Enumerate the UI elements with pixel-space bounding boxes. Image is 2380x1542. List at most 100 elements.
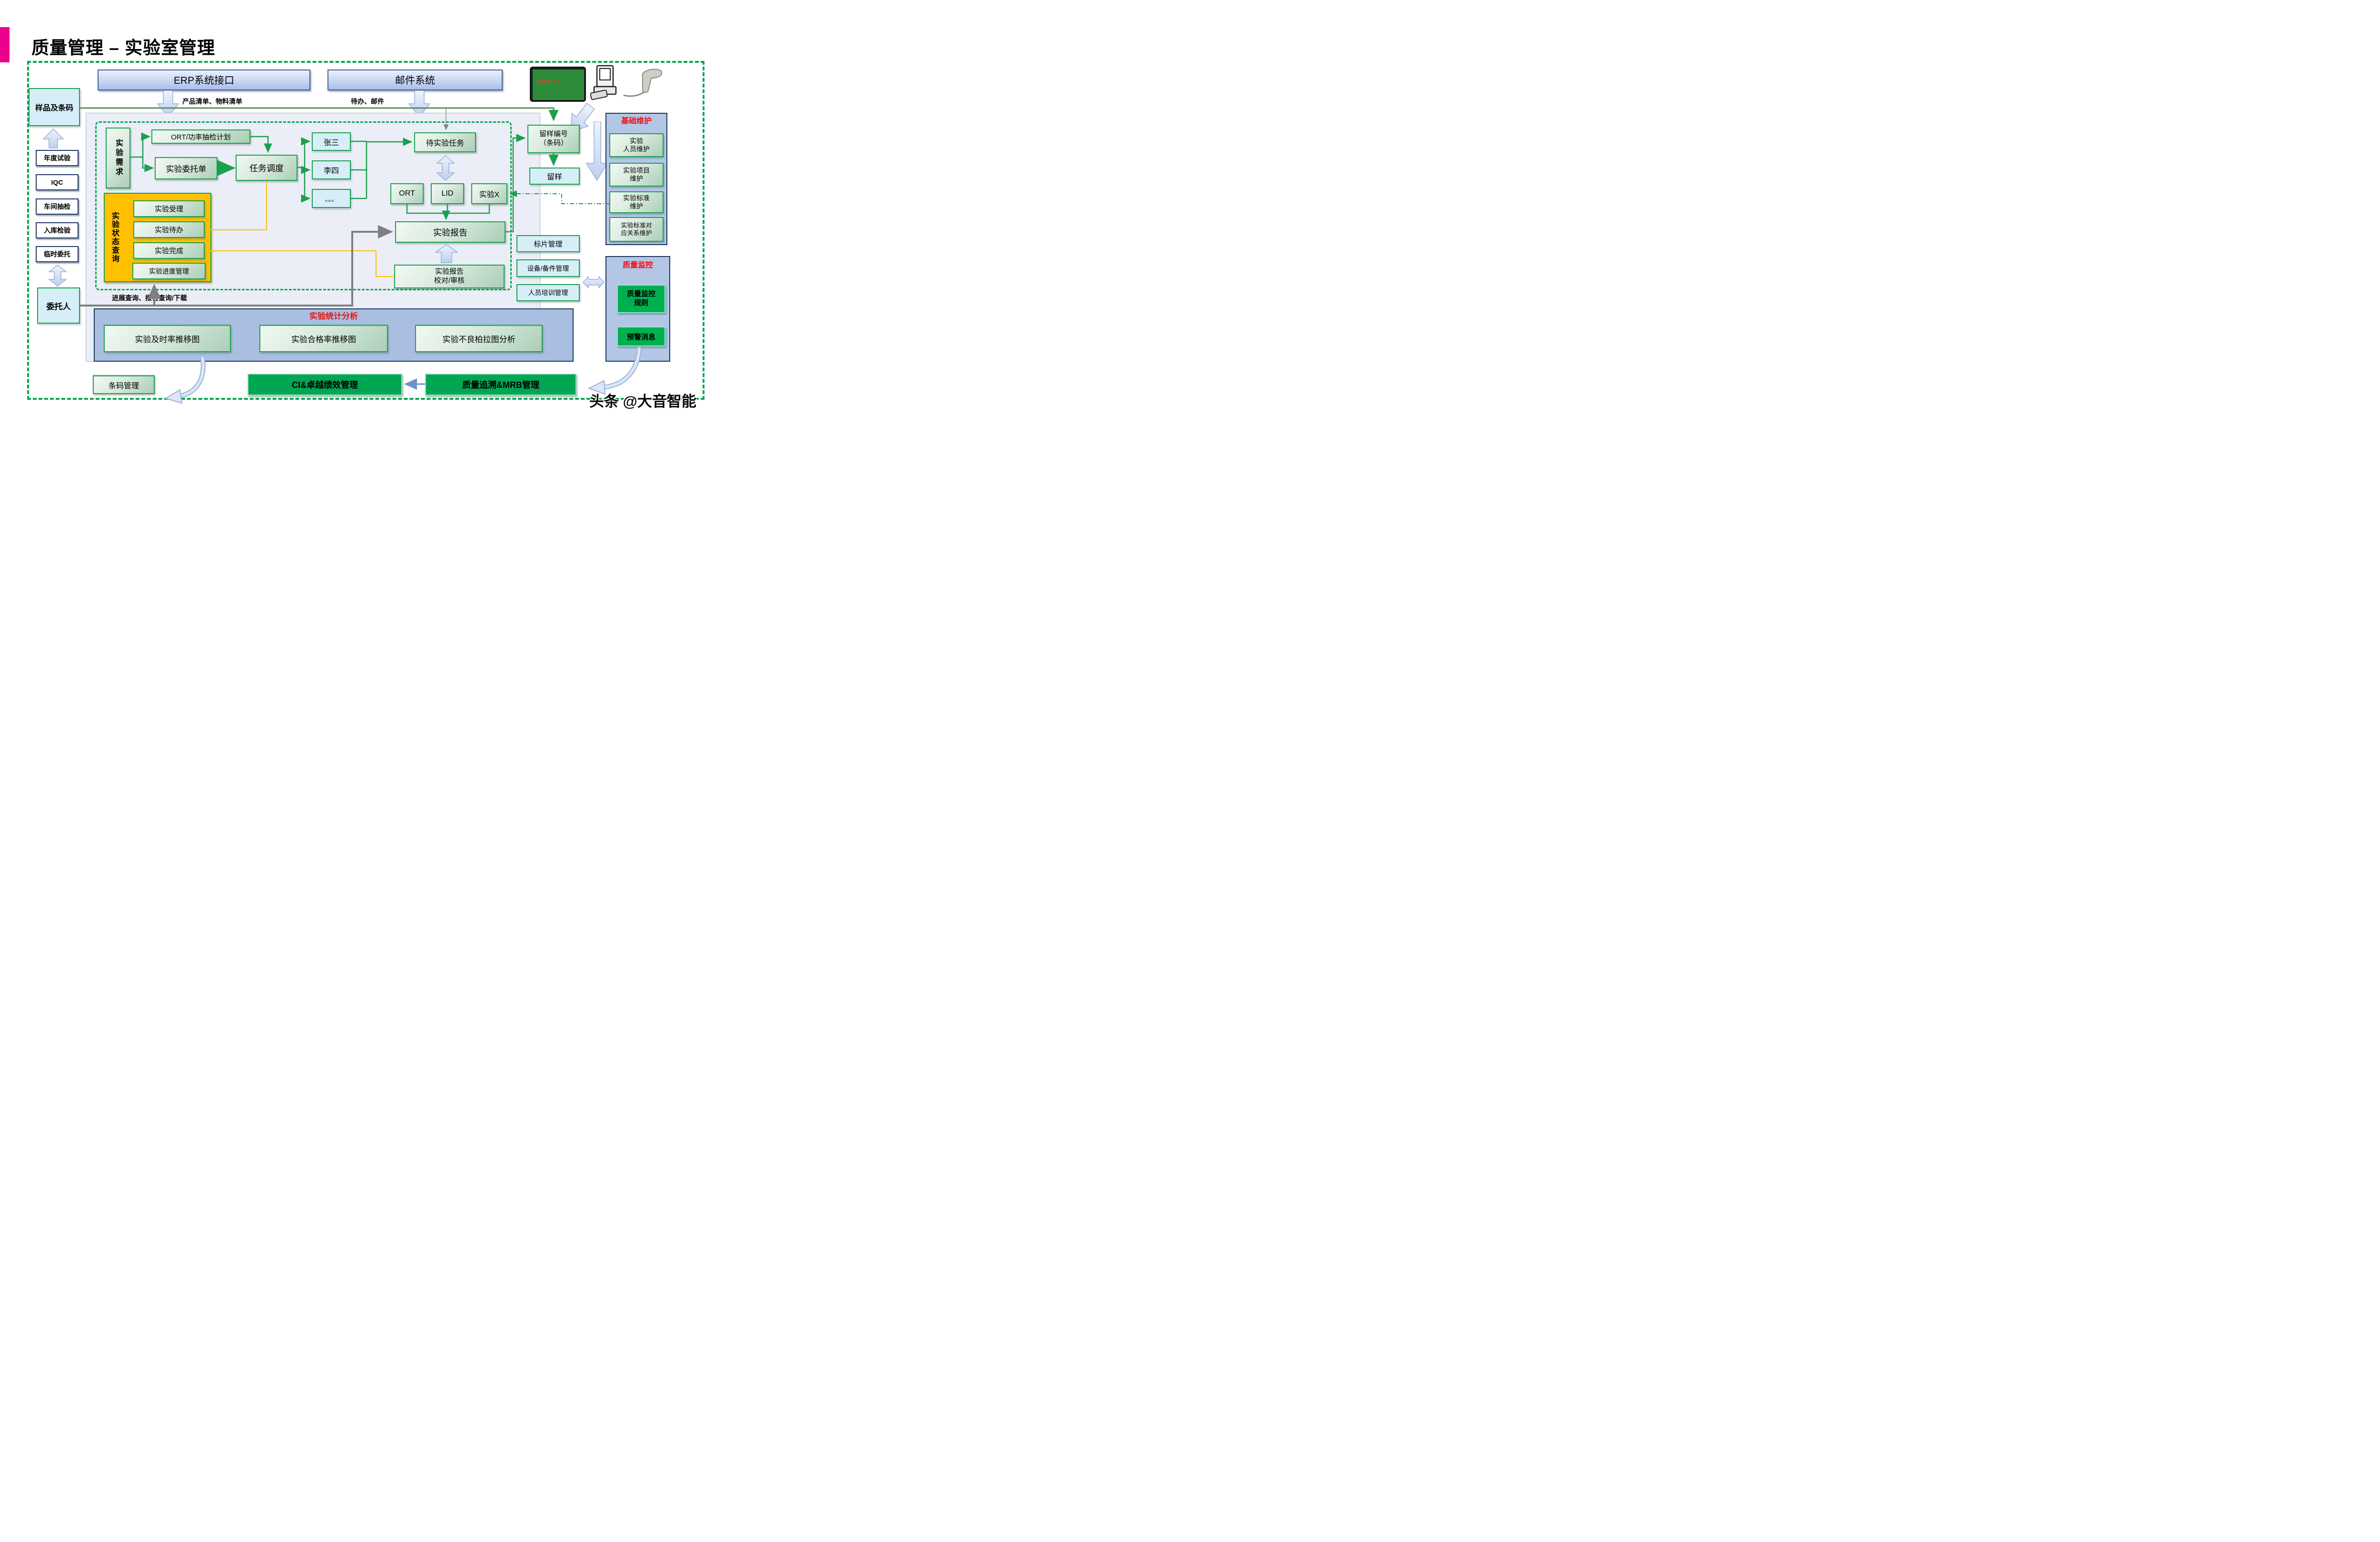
base-item-personnel: 实验 人员维护 <box>609 133 664 157</box>
alert-message-box: 预警消息 <box>617 326 665 346</box>
watermark: 头条 @大音智能 <box>589 393 696 410</box>
source-item-warehouse-inspection: 入库检验 <box>36 222 79 238</box>
base-item-standard-mapping: 实验标准对 应关系维护 <box>609 217 664 242</box>
test-label: ORT <box>399 189 415 198</box>
slide-mgmt-box: 标片管理 <box>516 235 580 252</box>
ci-excellence-label: CI&卓越绩效管理 <box>292 380 358 390</box>
tablet-image: PENALTY <box>530 67 586 102</box>
sample-barcode-box: 样品及条码 <box>29 88 80 126</box>
base-item-label: 实验标准 维护 <box>623 194 650 210</box>
assignee-label: 李四 <box>323 167 339 175</box>
base-item-label: 实验项目 维护 <box>623 166 650 183</box>
page-title: 质量管理 – 实验室管理 <box>31 38 216 58</box>
pending-tests-updown-arrow-icon <box>436 155 455 181</box>
pending-tasks-box: 待实验任务 <box>414 132 476 152</box>
diagram-outer-border <box>27 61 704 400</box>
retain-box: 留样 <box>529 168 580 185</box>
assignee-label: 。。。 <box>325 195 337 203</box>
slide-mgmt-label: 标片管理 <box>534 240 563 248</box>
source-item-label: 入库检验 <box>44 227 70 234</box>
equipment-mgmt-box: 设备/备件管理 <box>516 259 580 277</box>
source-item-label: 年度试验 <box>44 154 70 162</box>
stat-box-label: 实验不良柏拉图分析 <box>442 335 516 344</box>
status-item-label: 实验受理 <box>154 205 183 213</box>
erp-system-box: ERP系统接口 <box>98 69 310 90</box>
experiment-demand-box: 实验需求 <box>106 128 130 188</box>
retain-code-label: 留样编号 （条码） <box>539 130 568 147</box>
status-item-accept: 实验受理 <box>133 200 205 217</box>
review-up-arrow-icon <box>435 244 458 263</box>
base-item-label: 实验 人员维护 <box>623 137 650 153</box>
status-item-label: 实验进度管理 <box>149 267 189 275</box>
assignee-box-2: 李四 <box>312 160 351 179</box>
source-item-label: 临时委托 <box>44 250 70 258</box>
report-box: 实验报告 <box>395 221 506 243</box>
mail-system-label: 邮件系统 <box>395 75 435 86</box>
source-item-workshop-sampling: 车间抽检 <box>36 198 79 215</box>
status-item-todo: 实验待办 <box>133 221 205 238</box>
report-review-label: 实验报告 校对/审核 <box>434 267 465 285</box>
commission-order-box: 实验委托单 <box>155 157 218 179</box>
stat-box-ontime: 实验及时率推移图 <box>104 325 231 352</box>
magenta-accent-bar <box>0 27 10 62</box>
retain-code-box: 留样编号 （条码） <box>527 125 580 153</box>
retain-label: 留样 <box>546 173 562 181</box>
ort-plan-label: ORT/功率抽检计划 <box>171 133 231 141</box>
assignee-box-more: 。。。 <box>312 189 351 208</box>
client-updown-arrow-icon <box>49 265 67 287</box>
stats-title-label: 实验统计分析 <box>309 311 358 321</box>
mail-note: 待办、邮件 <box>351 98 384 105</box>
alert-message-label: 预警消息 <box>626 333 655 341</box>
commission-order-label: 实验委托单 <box>166 165 207 174</box>
status-item-done: 实验完成 <box>133 242 205 259</box>
barcode-mgmt-box: 条码管理 <box>93 375 155 394</box>
stats-title: 实验统计分析 <box>94 310 574 321</box>
report-label: 实验报告 <box>433 227 467 237</box>
base-item-project: 实验项目 维护 <box>609 163 664 187</box>
task-schedule-label: 任务调度 <box>249 163 284 173</box>
status-label: 实验状态查询 <box>110 212 119 263</box>
monitor-leftright-arrow-icon <box>583 276 605 288</box>
quality-monitor-title: 质量监控 <box>605 259 670 269</box>
assignee-box-1: 张三 <box>312 132 351 151</box>
source-item-annual-test: 年度试验 <box>36 150 79 166</box>
base-item-standard: 实验标准 维护 <box>609 191 664 213</box>
computer-image <box>590 65 617 100</box>
mail-system-box: 邮件系统 <box>327 69 503 90</box>
source-item-label: IQC <box>51 178 63 186</box>
quality-monitor-title-label: 质量监控 <box>622 261 653 269</box>
task-schedule-box: 任务调度 <box>236 155 298 181</box>
test-box-x: 实验X <box>471 183 507 204</box>
pending-tasks-label: 待实验任务 <box>426 139 464 148</box>
experiment-demand-label: 实验需求 <box>114 139 122 177</box>
stat-box-label: 实验合格率推移图 <box>291 335 356 344</box>
ci-excellence-box: CI&卓越绩效管理 <box>248 374 402 395</box>
test-label: LID <box>441 189 454 198</box>
base-maintain-title: 基础维护 <box>605 115 667 125</box>
status-item-progress: 实验进度管理 <box>132 263 206 279</box>
sample-barcode-label: 样品及条码 <box>35 104 73 112</box>
slide-canvas: 质量管理 – 实验室管理 ERP系统接口 邮件系统 产品清单、物料清单 待办、邮… <box>0 0 746 420</box>
erp-system-label: ERP系统接口 <box>173 75 235 86</box>
maintain-flow-arrow-icon <box>585 121 608 181</box>
client-label: 委托人 <box>46 302 71 311</box>
equipment-mgmt-label: 设备/备件管理 <box>527 264 569 272</box>
training-mgmt-box: 人员培训管理 <box>516 284 580 301</box>
sources-up-arrow-icon <box>43 128 64 148</box>
test-box-lid: LID <box>431 183 464 204</box>
quality-trace-label: 质量追溯&MRB管理 <box>462 380 539 390</box>
monitor-rules-label: 质量监控 规则 <box>626 290 655 307</box>
test-label: 实验X <box>479 191 500 199</box>
base-item-label: 实验标准对 应关系维护 <box>621 221 652 237</box>
ort-plan-box: ORT/功率抽检计划 <box>151 129 250 144</box>
quality-trace-box: 质量追溯&MRB管理 <box>425 374 576 395</box>
training-mgmt-label: 人员培训管理 <box>528 289 568 297</box>
source-item-temp-commission: 临时委托 <box>36 246 79 262</box>
tablet-screen-text: PENALTY <box>537 79 560 84</box>
monitor-rules-box: 质量监控 规则 <box>617 285 665 313</box>
status-item-label: 实验待办 <box>154 226 183 234</box>
status-label-wrap: 实验状态查询 <box>106 195 123 280</box>
scanner-image <box>623 69 663 97</box>
base-maintain-title-label: 基础维护 <box>621 117 652 125</box>
report-review-box: 实验报告 校对/审核 <box>394 265 505 288</box>
